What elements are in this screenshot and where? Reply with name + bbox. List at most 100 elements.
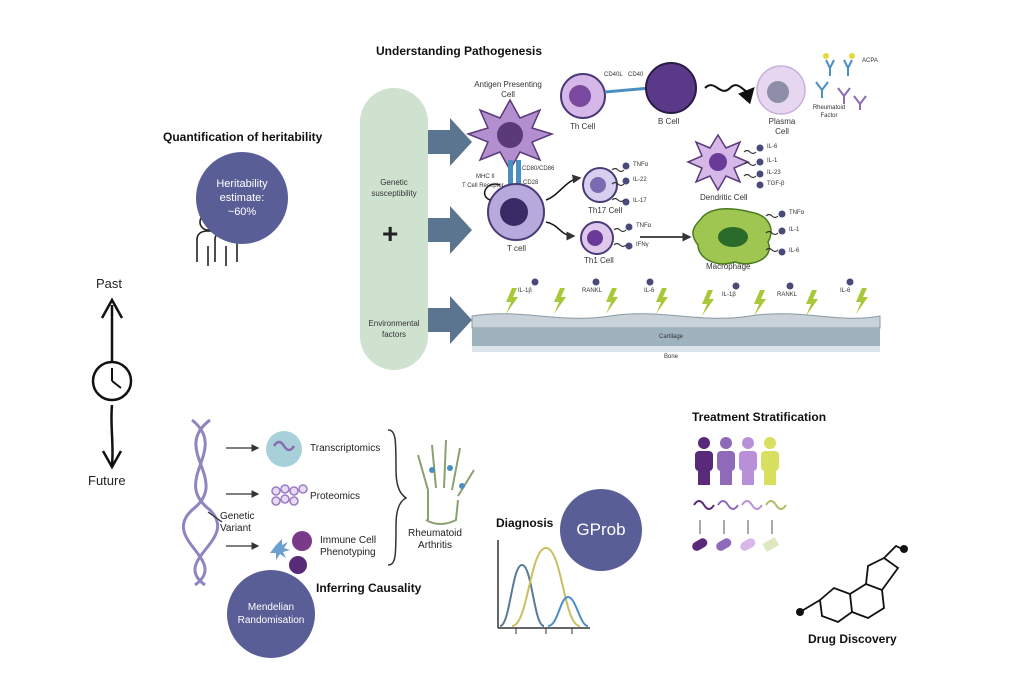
ra-label: Rheumatoid Arthritis <box>408 528 462 551</box>
joint-label-1: IL-1β <box>518 288 532 294</box>
th1-cytokine-2: IFNγ <box>636 242 649 248</box>
cytokine-squiggles <box>611 149 779 253</box>
th17-cell <box>582 167 618 203</box>
macrophage-cell <box>692 208 772 265</box>
causality-arrows <box>207 444 260 550</box>
patient-figures <box>695 437 779 485</box>
th17-cytokine-2: IL-22 <box>633 177 647 183</box>
causality-dna-icon <box>182 418 219 587</box>
timeline-up-arrow <box>100 297 124 370</box>
heritability-title: Quantification of heritability <box>163 130 323 144</box>
t-cell-label: T cell <box>507 244 526 253</box>
mhc-label: MHC II <box>476 174 495 180</box>
panel-arrows <box>428 118 472 344</box>
t-cell <box>487 183 545 241</box>
gprob-circle: GProb <box>560 489 642 571</box>
acpa-label: ACPA <box>862 58 878 64</box>
causality-brace <box>387 429 408 566</box>
drug-title: Drug Discovery <box>808 632 897 646</box>
th1-cytokine-1: TNFα <box>636 223 652 229</box>
molecule-node-left <box>796 608 804 616</box>
synovium-layer <box>471 313 881 329</box>
factors-pill <box>360 88 428 370</box>
treatment-title: Treatment Stratification <box>692 410 827 424</box>
th1-cell <box>580 221 614 255</box>
mini-dna-icons <box>693 500 787 510</box>
mac-cytokine-1: TNFα <box>789 210 805 216</box>
lightning-icons <box>506 288 868 316</box>
proteomics-label: Proteomics <box>310 491 361 502</box>
mr-circle: Mendelian Randomisation <box>227 570 315 658</box>
immune-phenotyping-label: Immune Cell Phenotyping <box>320 535 377 558</box>
b-cell <box>645 62 697 114</box>
joint-label-4: IL-1β <box>722 292 736 298</box>
hand-icon <box>417 439 475 525</box>
pill-icons <box>692 537 780 552</box>
bone-label: Bone <box>664 354 679 360</box>
cd40l-label: CD40L <box>604 72 623 78</box>
th-cell-label: Th Cell <box>570 122 596 131</box>
t-to-th1-arrow <box>545 221 576 241</box>
th1-label: Th1 Cell <box>584 256 614 265</box>
clock-icon <box>91 360 133 402</box>
cartilage-label: Cartilage <box>659 334 684 340</box>
dc-cytokine-3: IL-23 <box>767 170 781 176</box>
dc-cytokine-2: IL-1 <box>767 158 778 164</box>
joint-label-2: RANKL <box>582 288 603 294</box>
plus-sign: + <box>382 218 399 249</box>
dc-cytokine-4: TGF-β <box>767 181 785 187</box>
cd80-label: CD80/CD86 <box>522 166 555 172</box>
dendritic-label: Dendritic Cell <box>700 193 748 202</box>
macrophage-label: Macrophage <box>706 262 751 271</box>
joint-label-6: IL-6 <box>840 288 851 294</box>
treatment-arrows <box>699 520 773 534</box>
cd40-label: CD40 <box>628 72 644 78</box>
plasma-cell <box>756 65 806 115</box>
th17-cytokine-3: IL-17 <box>633 198 647 204</box>
th-cell <box>560 73 606 119</box>
transcriptomics-icon <box>266 431 302 467</box>
th17-cytokine-1: TNFα <box>633 162 649 168</box>
causality-title: Inferring Causality <box>316 581 422 595</box>
th17-label: Th17 Cell <box>588 206 623 215</box>
cytokine-dots <box>531 144 854 290</box>
diagnosis-title: Diagnosis <box>496 516 554 530</box>
t-to-th17-arrow <box>545 174 582 201</box>
apc-squiggle <box>483 183 501 201</box>
cd40-link <box>604 86 651 94</box>
gprob-label: GProb <box>576 520 626 539</box>
plasma-cell-label: Plasma Cell <box>768 117 796 136</box>
proteomics-icon <box>271 484 308 506</box>
genetic-susceptibility-label: Genetic susceptibility <box>371 178 417 198</box>
immune-cell-icons <box>270 531 312 574</box>
bone-layer <box>472 346 880 352</box>
rf-label: Rheumatoid Factor <box>812 105 846 119</box>
joint-label-3: IL-6 <box>644 288 655 294</box>
mac-cytokine-3: IL-6 <box>789 248 800 254</box>
apc-cell <box>465 98 555 172</box>
environmental-factors-label: Environmental factors <box>368 319 420 339</box>
timeline-past-label: Past <box>96 276 123 291</box>
b-cell-label: B Cell <box>658 117 680 126</box>
mac-cytokine-2: IL-1 <box>789 227 800 233</box>
joint-label-5: RANKL <box>777 292 798 298</box>
dc-cytokine-1: IL-6 <box>767 144 778 150</box>
timeline-future-label: Future <box>88 473 126 488</box>
apc-label: Antigen Presenting Cell <box>474 80 542 99</box>
joint-marks <box>429 465 465 489</box>
tcr-label: T Cell Receptor <box>462 183 504 189</box>
molecule-node-top <box>900 545 908 553</box>
genetic-variant-label: Genetic Variant <box>220 511 255 534</box>
cd28-label: CD28 <box>523 180 539 186</box>
heritability-circle: Heritability estimate: ~60% <box>196 152 288 244</box>
cd28-receptor <box>516 160 521 188</box>
dendritic-cell <box>686 133 750 192</box>
diagnosis-plot <box>497 540 590 634</box>
antibody-icons <box>815 53 867 110</box>
pathogenesis-title: Understanding Pathogenesis <box>376 44 543 58</box>
molecule-icon <box>799 544 905 624</box>
b-to-plasma-arrow <box>704 84 755 105</box>
heritability-estimate: Heritability estimate: ~60% <box>216 178 268 218</box>
transcriptomics-label: Transcriptomics <box>310 443 381 454</box>
